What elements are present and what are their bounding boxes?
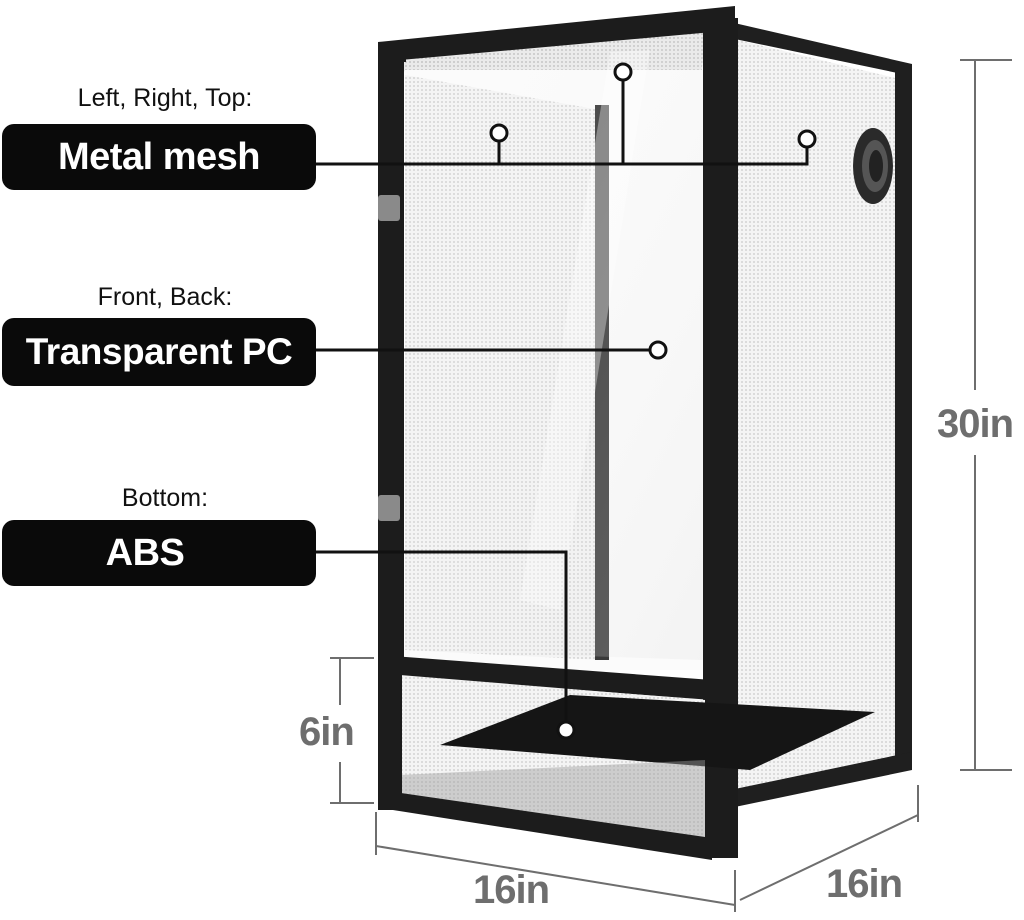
- callout-dot: [489, 123, 509, 143]
- width-dimension: 16in: [473, 868, 550, 912]
- callout-dot: [797, 129, 817, 149]
- bottom-label: ABS: [2, 520, 316, 586]
- middle-rail: [380, 655, 712, 700]
- mesh-caption: Left, Right, Top:: [77, 84, 253, 112]
- hinge-icon: [378, 195, 400, 521]
- right-mesh-panel: [738, 40, 895, 800]
- bottom-caption: Bottom:: [121, 484, 209, 512]
- mesh-label: Metal mesh: [2, 124, 316, 190]
- vent-icon: [853, 128, 893, 204]
- callout-dot: [613, 62, 633, 82]
- front-top-frame: [378, 6, 735, 62]
- pc-caption: Front, Back:: [97, 283, 233, 311]
- pc-label: Transparent PC: [2, 318, 316, 386]
- callout-dot: [648, 340, 668, 360]
- bottom-frame: [380, 790, 712, 860]
- abs-bottom-sheet: [440, 695, 875, 770]
- callout-dot: [556, 720, 576, 740]
- depth-dimension: 16in: [826, 862, 903, 906]
- base-height-dimension: 6in: [299, 710, 355, 754]
- height-dimension: 30in: [937, 402, 1014, 446]
